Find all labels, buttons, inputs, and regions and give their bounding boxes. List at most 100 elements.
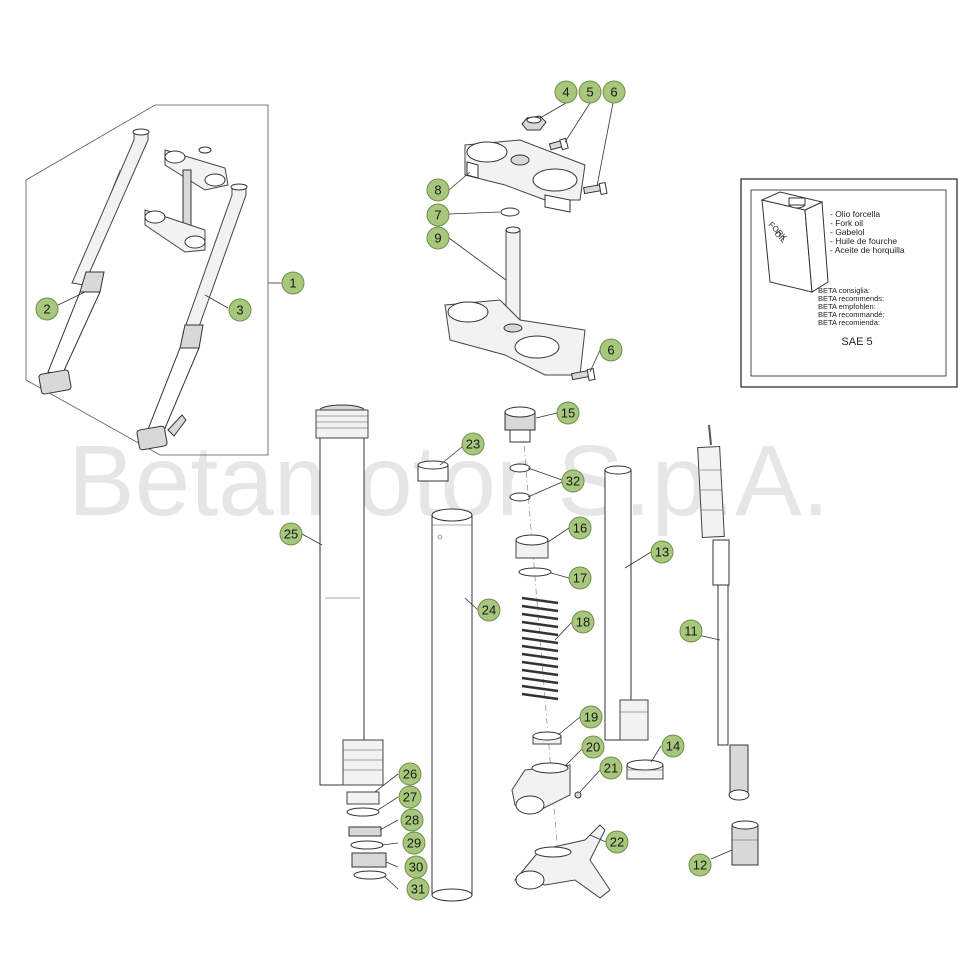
outer-tube-part-25 xyxy=(315,404,384,786)
svg-text:13: 13 xyxy=(655,545,669,560)
bushing-part-26 xyxy=(346,791,380,805)
callout-22: 22 xyxy=(605,830,629,854)
callout-7: 7 xyxy=(426,203,450,227)
svg-text:26: 26 xyxy=(403,767,417,782)
cartridge-part-11 xyxy=(697,424,750,801)
svg-text:3: 3 xyxy=(236,303,243,318)
oil-box-outer-frame xyxy=(740,178,958,388)
left-fork-leg-illustration xyxy=(38,128,150,395)
callout-24: 24 xyxy=(477,598,501,622)
callout-16: 16 xyxy=(568,516,592,540)
callout-1: 1 xyxy=(281,271,305,295)
callout-6-lower: 6 xyxy=(599,338,623,362)
svg-text:7: 7 xyxy=(434,208,441,223)
oil-recommendation-box: FORK OIL - Olio forcella - Fork oil - Ga… xyxy=(740,178,958,388)
dust-seal-part-30 xyxy=(351,852,387,868)
ring-part-14 xyxy=(626,759,664,780)
svg-text:11: 11 xyxy=(684,624,698,639)
ring-part-17 xyxy=(518,567,552,577)
oil-name-2: - Gabelol xyxy=(830,227,865,237)
callout-18: 18 xyxy=(571,610,595,634)
oil-name-3: - Huile de fourche xyxy=(830,236,897,246)
recommend-line-3: BETA recommandé: xyxy=(818,310,885,319)
assembly-frame xyxy=(25,104,269,456)
right-fork-leg-illustration xyxy=(136,183,248,451)
oil-grade: SAE 5 xyxy=(841,336,872,348)
callout-15: 15 xyxy=(556,401,580,425)
oil-name-0: - Olio forcella xyxy=(830,209,880,219)
spring-part-18 xyxy=(521,596,559,701)
svg-text:18: 18 xyxy=(576,615,590,630)
bushing-part-23 xyxy=(417,460,449,482)
svg-text:12: 12 xyxy=(693,858,707,873)
svg-text:27: 27 xyxy=(403,790,417,805)
svg-text:22: 22 xyxy=(610,835,624,850)
svg-text:14: 14 xyxy=(666,739,680,754)
callout-3: 3 xyxy=(228,298,252,322)
callout-29: 29 xyxy=(402,831,426,855)
bolt-part-5 xyxy=(548,137,569,151)
callout-11: 11 xyxy=(679,619,703,643)
callout-23: 23 xyxy=(461,432,485,456)
svg-text:32: 32 xyxy=(566,474,580,489)
svg-text:15: 15 xyxy=(561,406,575,421)
svg-text:9: 9 xyxy=(434,231,441,246)
callout-5: 5 xyxy=(578,80,602,104)
callout-6-upper: 6 xyxy=(602,80,626,104)
callout-14: 14 xyxy=(661,734,685,758)
recommend-line-1: BETA recommends: xyxy=(818,294,884,303)
svg-text:21: 21 xyxy=(604,761,618,776)
steering-stem-part-9 xyxy=(444,226,586,376)
oil-name-4: - Aceite de horquilla xyxy=(830,245,905,255)
triple-clamp-assembly-illustration xyxy=(144,146,229,253)
recommend-line-0: BETA consiglia: xyxy=(818,286,870,295)
foot-part-22 xyxy=(514,824,611,899)
callout-32: 32 xyxy=(561,469,585,493)
ring-part-19 xyxy=(532,731,562,745)
oil-name-1: - Fork oil xyxy=(830,218,863,228)
svg-text:24: 24 xyxy=(482,603,496,618)
bolt-part-6-upper xyxy=(583,181,608,196)
oil-box-inner-frame xyxy=(750,189,947,377)
clamp-part-20 xyxy=(511,762,571,815)
svg-text:1: 1 xyxy=(289,276,296,291)
callout-20: 20 xyxy=(581,735,605,759)
svg-text:8: 8 xyxy=(434,183,441,198)
callout-17: 17 xyxy=(568,566,592,590)
callout-30: 30 xyxy=(404,855,428,879)
callout-19: 19 xyxy=(579,705,603,729)
svg-text:4: 4 xyxy=(562,85,569,100)
svg-text:6: 6 xyxy=(607,343,614,358)
svg-text:25: 25 xyxy=(284,527,298,542)
svg-text:5: 5 xyxy=(586,85,593,100)
washer-part-27 xyxy=(346,807,380,817)
svg-text:20: 20 xyxy=(586,740,600,755)
spacer-part-16 xyxy=(515,534,549,559)
tube-part-13 xyxy=(604,465,649,741)
recommend-line-2: BETA empfohlen: xyxy=(818,302,876,311)
center-axis xyxy=(521,419,561,881)
inner-tube-part-24 xyxy=(431,508,473,902)
callout-8: 8 xyxy=(426,178,450,202)
recommend-line-4: BETA recomienda: xyxy=(818,318,880,327)
svg-text:6: 6 xyxy=(610,85,617,100)
bolt-part-6-lower xyxy=(571,367,596,382)
callout-12: 12 xyxy=(688,853,712,877)
clip-part-31 xyxy=(353,870,387,880)
seal-stack xyxy=(346,791,387,880)
callout-2: 2 xyxy=(35,297,59,321)
callout-27: 27 xyxy=(398,785,422,809)
screw-part-21 xyxy=(574,791,582,799)
svg-text:17: 17 xyxy=(573,571,587,586)
callout-31: 31 xyxy=(406,877,430,901)
svg-text:16: 16 xyxy=(573,521,587,536)
washers-part-32 xyxy=(509,463,531,502)
o-ring-part-7 xyxy=(500,207,520,217)
callout-21: 21 xyxy=(599,756,623,780)
callout-13: 13 xyxy=(650,540,674,564)
callout-4: 4 xyxy=(554,80,578,104)
nut-part-4 xyxy=(521,115,547,131)
callout-28: 28 xyxy=(400,808,424,832)
svg-text:19: 19 xyxy=(584,710,598,725)
